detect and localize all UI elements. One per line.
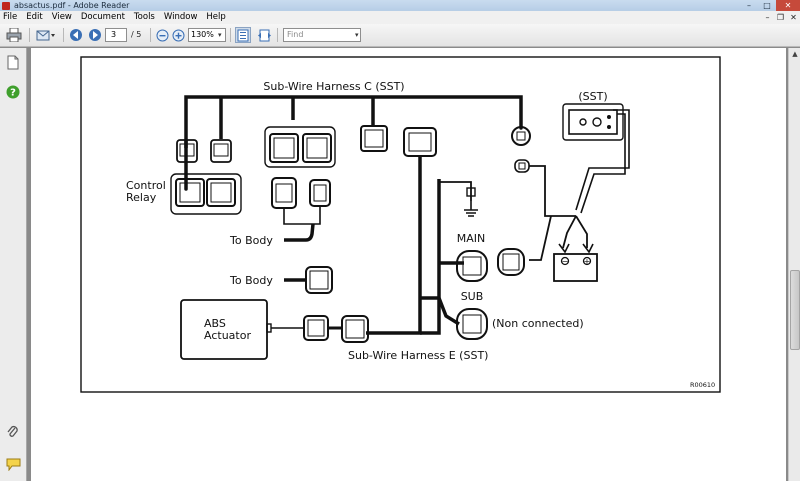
toolbar-separator <box>277 28 278 42</box>
svg-text:?: ? <box>10 88 16 99</box>
scroll-up-icon[interactable]: ▲ <box>792 50 798 58</box>
connector <box>360 125 388 152</box>
fit-width-icon[interactable] <box>256 27 272 43</box>
reference-code: R00610 <box>690 381 715 389</box>
diagram-frame <box>80 56 721 393</box>
zoom-in-icon[interactable] <box>171 27 185 43</box>
menu-tools[interactable]: Tools <box>133 12 155 22</box>
actuator-label: Actuator <box>204 329 251 342</box>
document-window-controls: – ❐ ✕ <box>761 11 800 24</box>
wire <box>283 206 321 225</box>
harness-c-cable <box>184 95 523 191</box>
page-total: / 5 <box>131 30 142 39</box>
menu-file[interactable]: File <box>3 12 18 22</box>
connector <box>497 248 525 276</box>
find-input[interactable]: Find <box>283 28 361 42</box>
pdf-page: Sub-Wire Harness C (SST) (SST) Control R… <box>31 48 786 481</box>
comments-icon[interactable] <box>5 456 21 472</box>
document-view[interactable]: Sub-Wire Harness C (SST) (SST) Control R… <box>28 48 788 481</box>
doc-restore-button[interactable]: ❐ <box>776 13 785 22</box>
menu-window[interactable]: Window <box>163 12 198 22</box>
main-connector <box>456 250 488 282</box>
sst-lead <box>580 113 626 214</box>
sub-connector <box>456 308 488 340</box>
toolbar-separator <box>63 28 64 42</box>
to-body-label-2: To Body <box>229 274 273 287</box>
sst-unit <box>562 103 624 141</box>
menu-help[interactable]: Help <box>206 12 226 22</box>
zoom-level-input[interactable]: 130% <box>188 28 226 42</box>
close-button[interactable]: ✕ <box>776 0 800 11</box>
control-relay <box>170 173 242 215</box>
toolbar-separator <box>29 28 30 42</box>
ground-wire <box>438 181 472 201</box>
sst-lead <box>575 109 630 211</box>
round-connector <box>511 126 531 146</box>
non-connected-label: (Non connected) <box>492 317 584 330</box>
menu-edit[interactable]: Edit <box>26 12 43 22</box>
harness-e-cable <box>366 156 422 335</box>
menu-document[interactable]: Document <box>80 12 125 22</box>
main-label: MAIN <box>457 232 486 245</box>
window-title: absactus.pdf - Adobe Reader <box>14 1 130 10</box>
harness-c-label: Sub-Wire Harness C (SST) <box>263 80 404 93</box>
printer-icon[interactable] <box>5 27 23 43</box>
zoom-out-icon[interactable] <box>155 27 169 43</box>
zoom-dropdown-icon[interactable]: ▾ <box>218 31 222 39</box>
abs-label: ABS <box>204 317 226 330</box>
ground-symbol <box>464 201 478 217</box>
connector <box>305 266 333 294</box>
sub-label: SUB <box>461 290 484 303</box>
battery-minus: − <box>562 257 569 266</box>
battery <box>553 253 598 282</box>
to-body-cable <box>284 223 315 242</box>
menu-bar: File Edit View Document Tools Window Hel… <box>0 11 800 24</box>
toolbar-separator <box>230 28 231 42</box>
vertical-scrollbar[interactable]: ▲ <box>788 48 800 481</box>
relay-label: Relay <box>126 191 157 204</box>
title-bar: absactus.pdf - Adobe Reader – □ ✕ <box>0 0 800 11</box>
minimize-button[interactable]: – <box>747 1 751 10</box>
connector <box>210 139 232 163</box>
doc-minimize-button[interactable]: – <box>765 13 770 22</box>
wiring-diagram: Sub-Wire Harness C (SST) (SST) Control R… <box>80 56 721 393</box>
small-connector <box>514 159 530 173</box>
scrollbar-thumb[interactable] <box>790 270 800 350</box>
help-icon[interactable]: ? <box>5 84 21 100</box>
paperclip-icon[interactable] <box>5 424 21 440</box>
menu-view[interactable]: View <box>51 12 72 22</box>
connector <box>309 179 331 207</box>
page-number-input[interactable]: 3 <box>105 28 127 42</box>
control-label: Control <box>126 179 166 192</box>
maximize-button[interactable]: □ <box>763 1 771 10</box>
pages-panel-icon[interactable] <box>5 54 21 70</box>
connector-group <box>264 126 336 168</box>
adobe-reader-icon <box>2 1 10 10</box>
battery-plus: + <box>584 257 591 266</box>
previous-page-icon[interactable] <box>68 27 84 43</box>
toolbar: 3 / 5 130% ▾ Find ▾ <box>0 24 800 47</box>
doc-close-button[interactable]: ✕ <box>790 13 797 22</box>
next-page-icon[interactable] <box>87 27 103 43</box>
sst-label: (SST) <box>578 90 607 103</box>
navigation-panel: ? <box>0 48 27 481</box>
toolbar-separator <box>150 28 151 42</box>
harness-e-label: Sub-Wire Harness E (SST) <box>348 349 488 362</box>
window-controls: – □ ✕ <box>740 0 800 11</box>
to-body-label-1: To Body <box>229 234 273 247</box>
email-icon[interactable] <box>35 27 57 43</box>
connector <box>176 139 198 163</box>
fit-page-icon[interactable] <box>235 27 251 43</box>
find-dropdown-icon[interactable]: ▾ <box>355 31 359 39</box>
